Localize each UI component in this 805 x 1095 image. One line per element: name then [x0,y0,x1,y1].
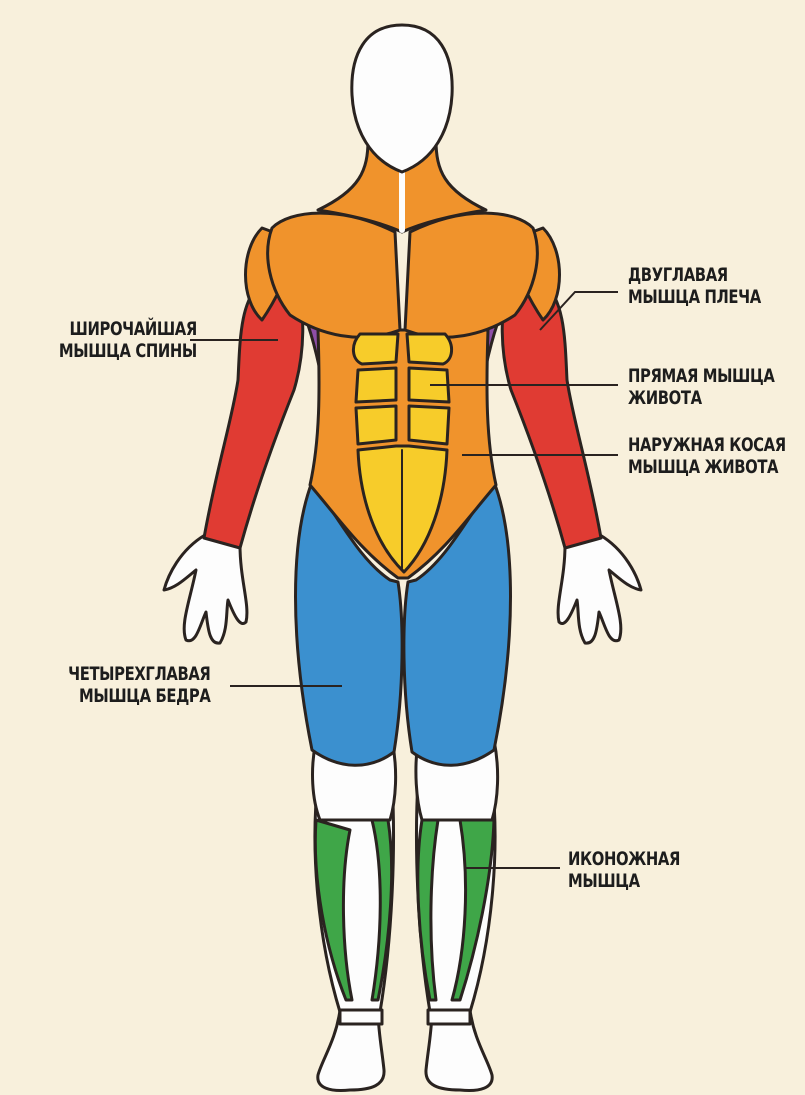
abs-3-right [409,406,449,444]
label-rectus-abdominis-line2: ЖИВОТА [628,387,774,409]
left-arm [204,282,303,548]
label-external-oblique-line1: НАРУЖНАЯ КОСАЯ [628,434,786,456]
label-calf-line1: ИКОНОЖНАЯ [568,848,680,870]
label-latissimus: ШИРОЧАЙШАЯ МЫШЦА СПИНЫ [59,318,197,362]
label-latissimus-line1: ШИРОЧАЙШАЯ [59,318,197,340]
label-latissimus-line2: МЫШЦА СПИНЫ [59,340,197,362]
left-hand [164,535,247,643]
abs-upper-left [353,334,398,364]
abs-3-left [356,406,396,444]
label-external-oblique: НАРУЖНАЯ КОСАЯ МЫШЦА ЖИВОТА [628,434,786,478]
label-rectus-abdominis: ПРЯМАЯ МЫШЦА ЖИВОТА [628,365,774,409]
label-biceps-line2: МЫШЦА ПЛЕЧА [628,286,761,308]
label-calf-line2: МЫШЦА [568,870,680,892]
label-calf: ИКОНОЖНАЯ МЫШЦА [568,848,680,892]
label-rectus-abdominis-line1: ПРЯМАЯ МЫШЦА [628,365,774,387]
label-external-oblique-line2: МЫШЦА ЖИВОТА [628,456,786,478]
label-biceps-line1: ДВУГЛАВАЯ [628,264,761,286]
abs-2-left [356,368,396,402]
abs-upper-right [407,334,452,364]
label-biceps: ДВУГЛАВАЯ МЫШЦА ПЛЕЧА [628,264,761,308]
label-quadriceps-line2: МЫШЦА БЕДРА [68,685,210,707]
right-hand [558,535,641,643]
right-arm [502,282,601,548]
label-quadriceps: ЧЕТЫРЕХГЛАВАЯ МЫШЦА БЕДРА [68,663,210,707]
label-quadriceps-line1: ЧЕТЫРЕХГЛАВАЯ [68,663,210,685]
